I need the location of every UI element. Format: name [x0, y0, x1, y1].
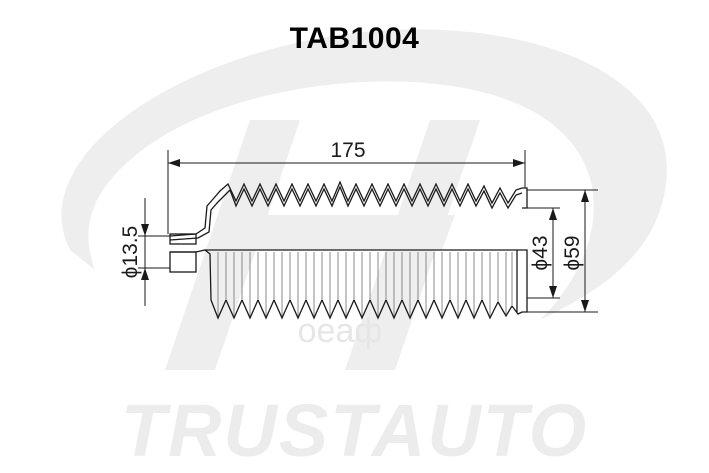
outer-diameter-label: ϕ59	[561, 235, 584, 270]
outer-dia-arrow-top	[581, 190, 589, 202]
small-dia-arrow-top	[141, 224, 149, 236]
inner-dia-arrow-bottom	[549, 286, 557, 298]
brand-logo-watermark: оеаф	[61, 29, 667, 370]
logo-swoosh-outer	[61, 29, 667, 321]
large-end-flange-upper	[522, 187, 528, 209]
small-end-collar	[169, 233, 197, 245]
boot-upper-profile	[169, 180, 523, 237]
inner-diameter-label: ϕ43	[529, 235, 552, 270]
inner-dia-arrow-top	[549, 208, 557, 220]
small-end-neck	[169, 251, 197, 273]
brand-name-watermark: TRUSTAUTO	[120, 389, 589, 472]
dimension-lines	[138, 150, 598, 313]
watermark-text: оеаф	[298, 312, 383, 350]
logo-letter-crossbar	[217, 215, 455, 250]
boot-drawing	[169, 180, 528, 320]
small-diameter-label: ϕ13.5	[119, 226, 142, 279]
part-number-title: TAB1004	[289, 22, 420, 55]
large-end-flange-lower	[522, 249, 528, 313]
length-arrow-right	[513, 159, 525, 167]
length-arrow-left	[168, 159, 180, 167]
small-dia-arrow-bottom	[141, 268, 149, 280]
boot-ribs	[217, 252, 513, 316]
length-label: 175	[330, 139, 365, 162]
boot-upper-inner-profile	[169, 185, 523, 241]
outer-dia-arrow-bottom	[581, 300, 589, 312]
